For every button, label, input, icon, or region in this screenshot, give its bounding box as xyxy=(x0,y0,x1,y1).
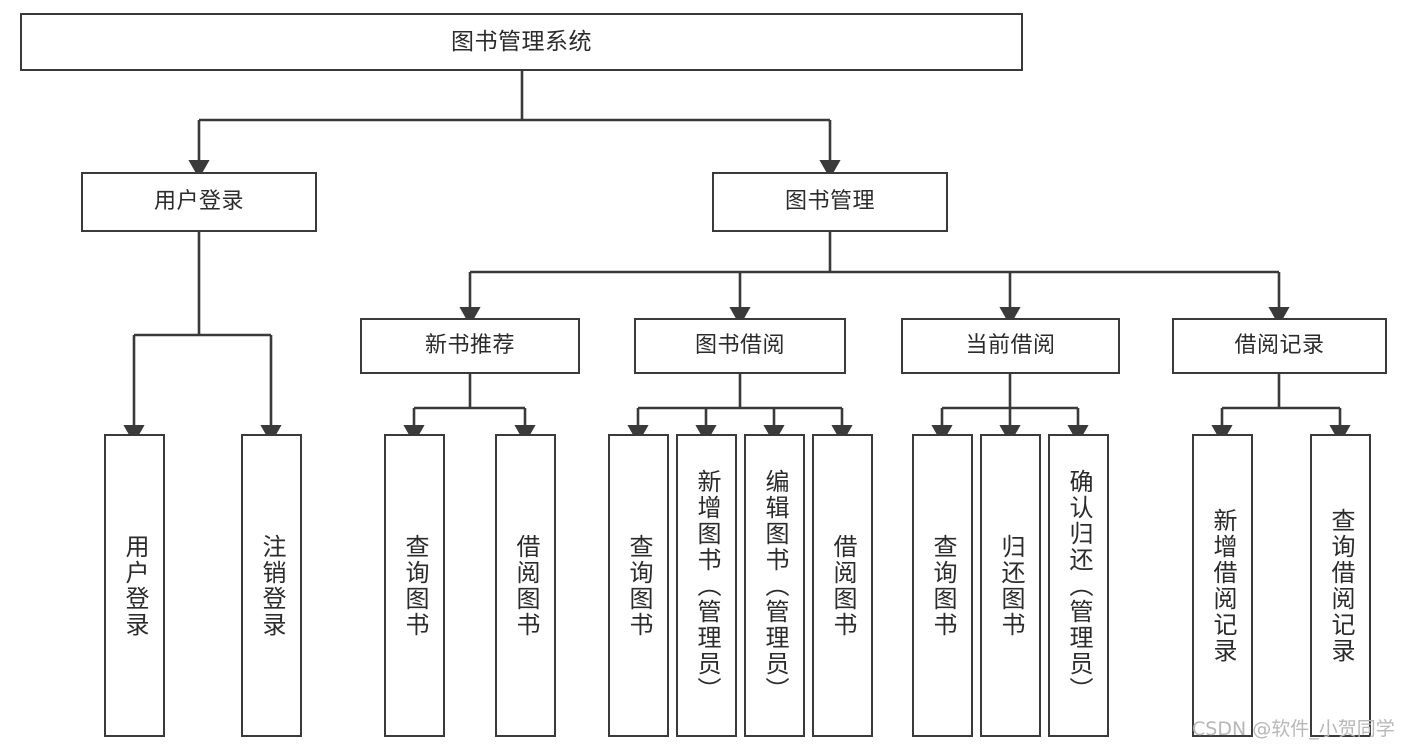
node-label: 借阅图书 xyxy=(511,533,540,638)
leaf-user-login-logout[interactable]: 注销登录 xyxy=(241,434,302,737)
node-book-borrow[interactable]: 图书借阅 xyxy=(634,318,846,374)
node-label: 查询图书 xyxy=(400,533,429,638)
leaf-borrow-borrow-book[interactable]: 借阅图书 xyxy=(812,434,873,737)
node-label: 确认归还（管理员） xyxy=(1064,468,1093,703)
node-label: 借阅图书 xyxy=(828,533,857,638)
node-borrow-record[interactable]: 借阅记录 xyxy=(1172,318,1387,374)
node-label: 查询借阅记录 xyxy=(1326,507,1355,664)
node-new-book-recommend[interactable]: 新书推荐 xyxy=(360,318,580,374)
leaf-borrow-query-book[interactable]: 查询图书 xyxy=(608,434,669,737)
node-user-login[interactable]: 用户登录 xyxy=(81,172,317,232)
node-label: 编辑图书（管理员） xyxy=(760,468,789,703)
node-label: 当前借阅 xyxy=(965,333,1056,359)
node-label: 新书推荐 xyxy=(424,333,515,359)
csdn-watermark: CSDN @软件_小贺同学 xyxy=(1192,718,1395,740)
node-book-management[interactable]: 图书管理 xyxy=(712,172,948,232)
node-label: 查询图书 xyxy=(928,533,957,638)
node-label: 注销登录 xyxy=(257,533,286,638)
node-label: 归还图书 xyxy=(996,533,1025,638)
leaf-recommend-query-book[interactable]: 查询图书 xyxy=(384,434,445,737)
node-label: 新增借阅记录 xyxy=(1208,507,1237,664)
leaf-borrow-add-book-admin[interactable]: 新增图书（管理员） xyxy=(676,434,737,737)
node-current-borrow[interactable]: 当前借阅 xyxy=(901,318,1120,374)
leaf-current-query-book[interactable]: 查询图书 xyxy=(912,434,973,737)
node-label: 借阅记录 xyxy=(1234,333,1325,359)
leaf-user-login-login[interactable]: 用户登录 xyxy=(104,434,165,737)
node-label: 用户登录 xyxy=(153,189,244,215)
leaf-record-add-record[interactable]: 新增借阅记录 xyxy=(1192,434,1253,737)
node-root-system[interactable]: 图书管理系统 xyxy=(20,13,1023,71)
node-label: 图书管理系统 xyxy=(451,28,592,55)
leaf-record-query-record[interactable]: 查询借阅记录 xyxy=(1310,434,1371,737)
node-label: 用户登录 xyxy=(120,533,149,638)
leaf-current-confirm-return-admin[interactable]: 确认归还（管理员） xyxy=(1048,434,1109,737)
leaf-recommend-borrow-book[interactable]: 借阅图书 xyxy=(495,434,556,737)
node-label: 查询图书 xyxy=(624,533,653,638)
node-label: 图书管理 xyxy=(784,189,875,215)
leaf-current-return-book[interactable]: 归还图书 xyxy=(980,434,1041,737)
leaf-borrow-edit-book-admin[interactable]: 编辑图书（管理员） xyxy=(744,434,805,737)
node-label: 新增图书（管理员） xyxy=(692,468,721,703)
node-label: 图书借阅 xyxy=(694,333,785,359)
